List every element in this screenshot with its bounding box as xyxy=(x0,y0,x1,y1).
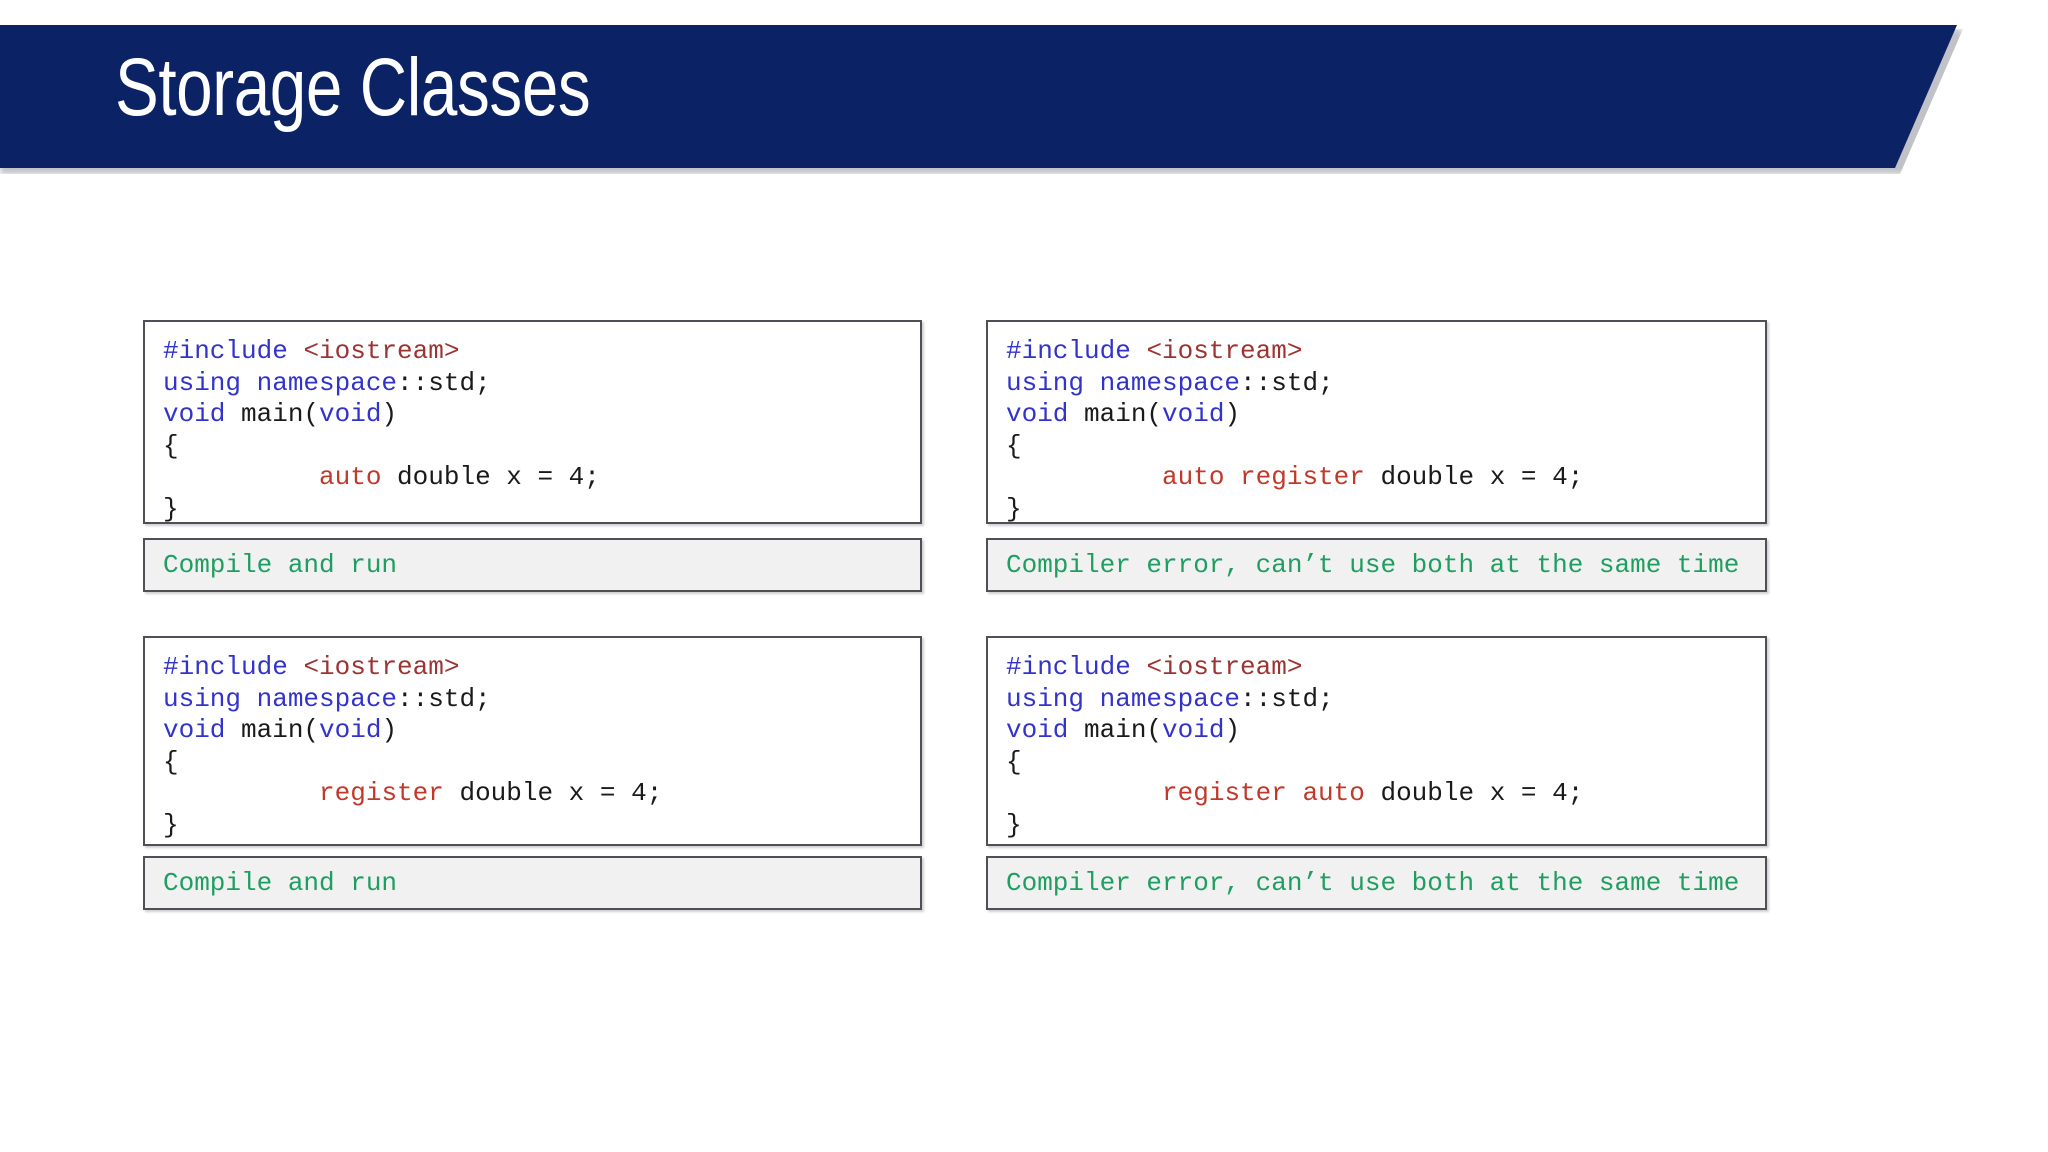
code-token: using namespace xyxy=(163,683,398,714)
code-token: double x = 4; xyxy=(1364,778,1584,808)
code-token xyxy=(1006,778,1162,808)
code-line: #include <iostream> xyxy=(1006,652,1765,684)
code-token: void xyxy=(1162,399,1225,429)
code-token: { xyxy=(1006,746,1022,777)
code-token: void xyxy=(163,715,242,745)
code-line: void main(void) xyxy=(163,399,920,431)
code-token: #include xyxy=(1006,652,1147,682)
code-line: #include <iostream> xyxy=(1006,336,1765,368)
code-line: } xyxy=(1006,493,1765,524)
code-token: #include xyxy=(163,336,304,366)
code-token: double x = 4; xyxy=(443,778,663,808)
caption-text: Compiler error, can’t use both at the sa… xyxy=(1006,868,1740,898)
code-token xyxy=(163,462,319,492)
code-token: double x = 4; xyxy=(381,462,600,492)
code-line: using namespace::std; xyxy=(1006,684,1765,716)
code-token: ::std; xyxy=(397,367,491,398)
caption-example-3: Compile and run xyxy=(143,856,922,910)
code-token: } xyxy=(163,493,179,524)
code-line: } xyxy=(163,493,920,524)
code-token: double x = 4; xyxy=(1364,462,1584,492)
code-token: using namespace xyxy=(1006,683,1241,714)
code-token: main( xyxy=(241,715,320,745)
code-line: using namespace::std; xyxy=(1006,368,1765,400)
code-token: register xyxy=(319,778,444,808)
code-line: { xyxy=(163,747,920,779)
caption-text: Compile and run xyxy=(163,868,398,898)
code-token: void xyxy=(319,399,382,429)
code-token: ) xyxy=(381,399,398,429)
code-token: ) xyxy=(381,715,398,745)
code-token: main( xyxy=(1084,399,1163,429)
code-token: ::std; xyxy=(397,683,491,714)
code-token: void xyxy=(1006,399,1085,429)
code-block-example-2: #include <iostream>using namespace::std;… xyxy=(986,320,1767,524)
page-title: Storage Classes xyxy=(115,42,591,133)
code-token: ::std; xyxy=(1240,367,1334,398)
code-block-example-1: #include <iostream>using namespace::std;… xyxy=(143,320,922,524)
code-line: } xyxy=(1006,810,1765,842)
code-token: } xyxy=(1006,809,1022,840)
code-token: <iostream> xyxy=(303,652,460,682)
code-token: { xyxy=(1006,430,1022,461)
code-token: auto register xyxy=(1162,462,1365,492)
code-token: } xyxy=(1006,493,1022,524)
caption-text: Compiler error, can’t use both at the sa… xyxy=(1006,550,1740,580)
code-token: ) xyxy=(1224,399,1241,429)
code-token: #include xyxy=(163,652,304,682)
code-token: { xyxy=(163,430,179,461)
code-line: auto double x = 4; xyxy=(163,462,920,494)
caption-example-4: Compiler error, can’t use both at the sa… xyxy=(986,856,1767,910)
code-line: using namespace::std; xyxy=(163,368,920,400)
code-token: void xyxy=(319,715,382,745)
code-token: main( xyxy=(241,399,320,429)
caption-example-1: Compile and run xyxy=(143,538,922,592)
code-token: } xyxy=(163,809,179,840)
code-token: using namespace xyxy=(163,367,398,398)
code-token: <iostream> xyxy=(303,336,460,366)
code-token: register auto xyxy=(1162,778,1365,808)
code-token: #include xyxy=(1006,336,1147,366)
code-token: { xyxy=(163,746,179,777)
code-token: using namespace xyxy=(1006,367,1241,398)
code-line: #include <iostream> xyxy=(163,336,920,368)
code-line: #include <iostream> xyxy=(163,652,920,684)
code-line: { xyxy=(1006,747,1765,779)
caption-text: Compile and run xyxy=(163,550,398,580)
code-token xyxy=(163,778,319,808)
code-token: void xyxy=(1006,715,1085,745)
code-line: using namespace::std; xyxy=(163,684,920,716)
code-token: void xyxy=(1162,715,1225,745)
code-block-example-4: #include <iostream>using namespace::std;… xyxy=(986,636,1767,846)
code-token: <iostream> xyxy=(1146,652,1303,682)
code-line: register auto double x = 4; xyxy=(1006,778,1765,810)
code-token xyxy=(1006,462,1162,492)
code-line: } xyxy=(163,810,920,842)
code-token: ) xyxy=(1224,715,1241,745)
caption-example-2: Compiler error, can’t use both at the sa… xyxy=(986,538,1767,592)
code-line: void main(void) xyxy=(163,715,920,747)
code-token: main( xyxy=(1084,715,1163,745)
code-token: ::std; xyxy=(1240,683,1334,714)
code-line: auto register double x = 4; xyxy=(1006,462,1765,494)
code-token: void xyxy=(163,399,242,429)
code-token: auto xyxy=(319,462,382,492)
code-line: { xyxy=(1006,431,1765,463)
code-block-example-3: #include <iostream>using namespace::std;… xyxy=(143,636,922,846)
code-line: void main(void) xyxy=(1006,715,1765,747)
code-token: <iostream> xyxy=(1146,336,1303,366)
code-line: register double x = 4; xyxy=(163,778,920,810)
title-banner xyxy=(0,25,1957,168)
code-line: { xyxy=(163,431,920,463)
code-line: void main(void) xyxy=(1006,399,1765,431)
